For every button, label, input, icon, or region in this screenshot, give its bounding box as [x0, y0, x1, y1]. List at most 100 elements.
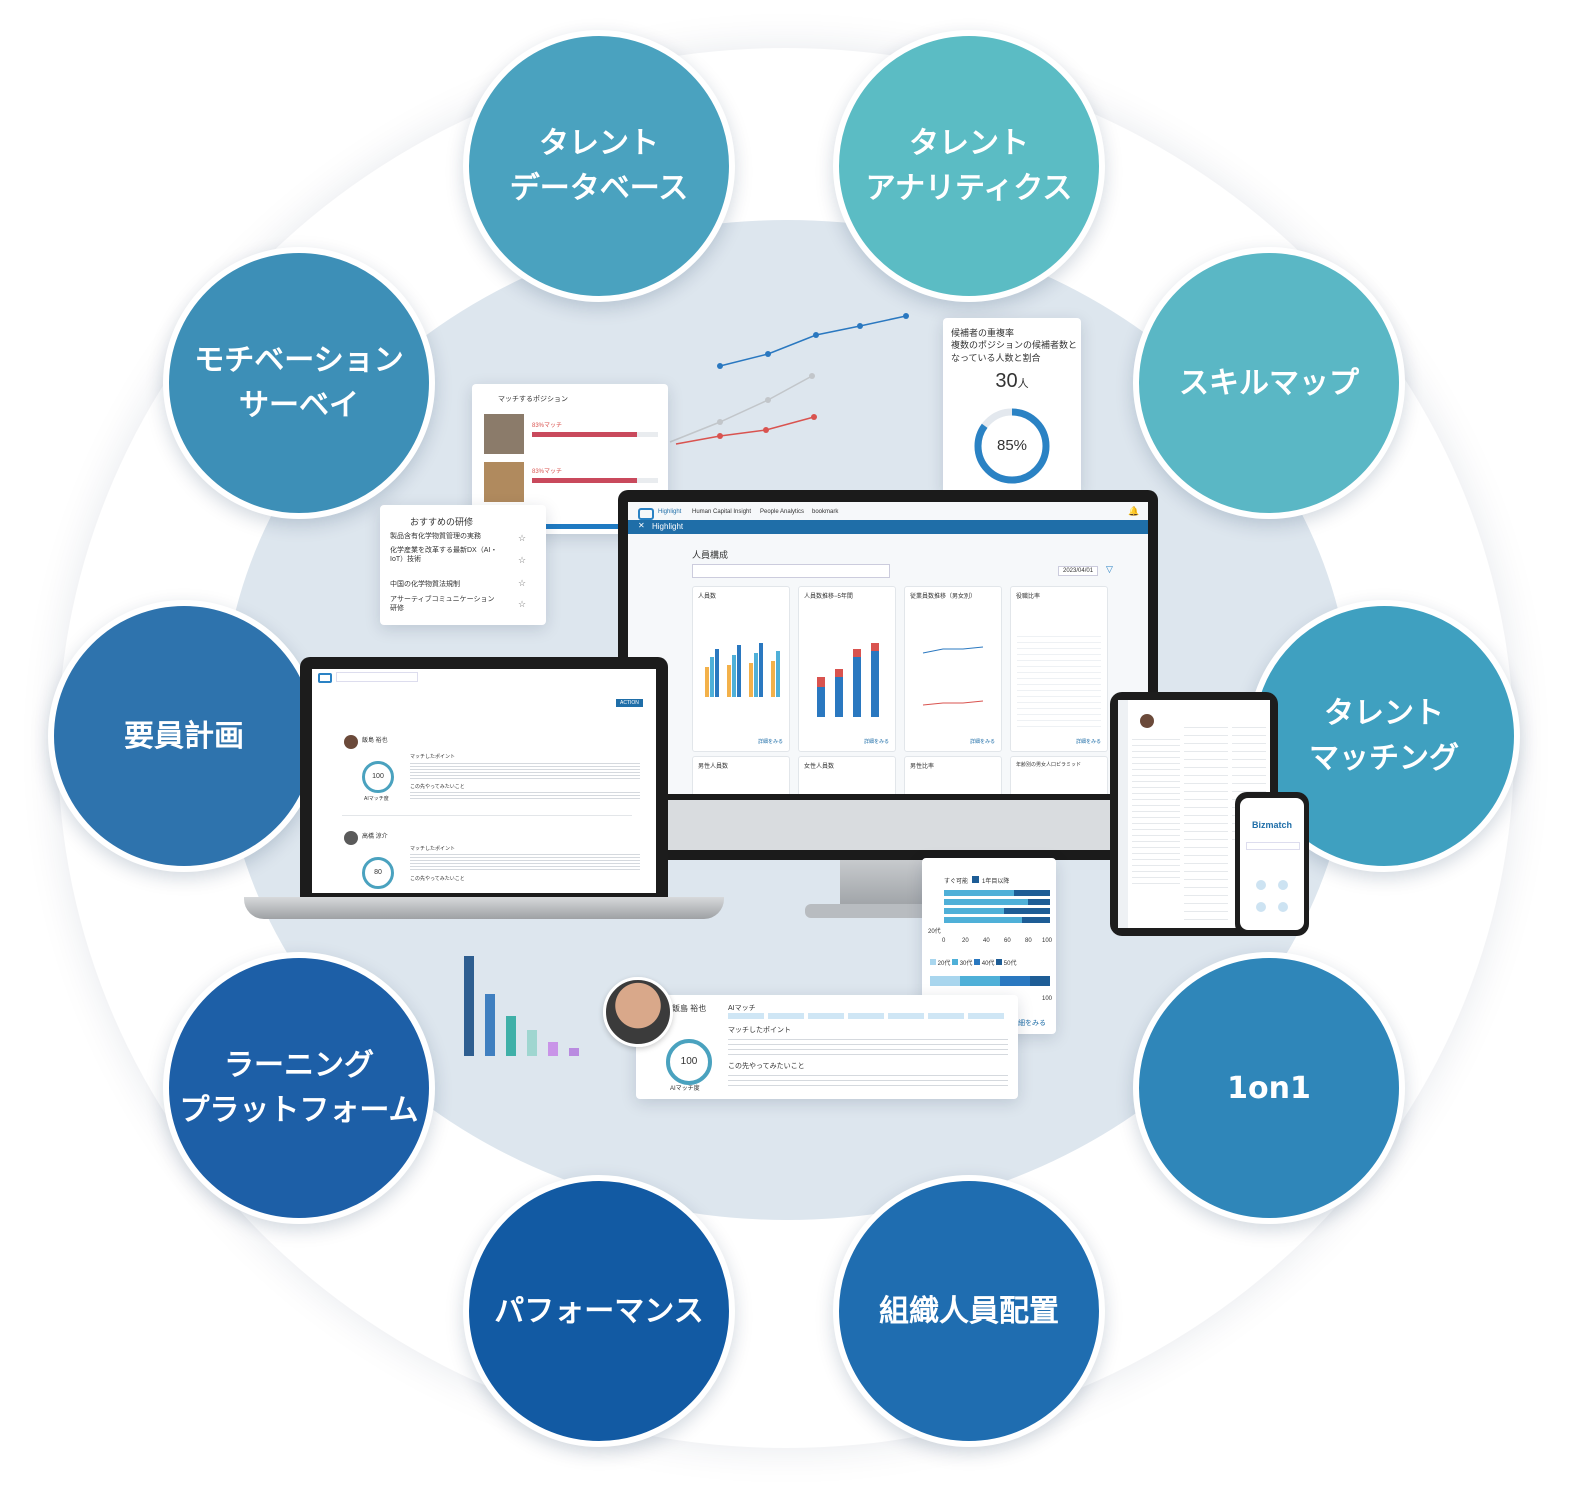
score-ring: 100 — [362, 761, 394, 793]
percent-label: 85% — [996, 437, 1028, 454]
tablet-content — [1132, 734, 1180, 884]
nav-people-analytics[interactable]: People Analytics — [760, 509, 805, 515]
module-performance[interactable]: パフォーマンス — [463, 1175, 735, 1447]
module-talent-analytics[interactable]: タレント アナリティクス — [833, 30, 1105, 302]
widget-stacked-chart — [817, 643, 879, 717]
legend-item: 40代 — [981, 961, 995, 967]
legend-row: 20代 30代 40代 50代 — [930, 958, 1016, 967]
detail-link[interactable]: 詳細をみる — [1011, 1020, 1046, 1027]
legend-swatch — [972, 876, 979, 883]
legend-item: 1年目以降 — [982, 879, 1010, 885]
score-ring: 100 — [666, 1039, 712, 1085]
profile-name: 飯島 裕也 — [362, 738, 388, 744]
avatar — [1140, 714, 1154, 728]
close-icon[interactable]: ✕ — [638, 521, 645, 530]
percent-ring — [974, 408, 1050, 484]
module-talent-database[interactable]: タレント データベース — [463, 30, 735, 302]
widget-gender-trend: 従業員数推移（男女別） 詳細をみる — [904, 586, 1002, 752]
widget-title: 役職比率 — [1016, 594, 1041, 600]
training-card: おすすめの研修 製品含有化学物質管理の実務 化学産業を改革する最新DX（AI・I… — [380, 505, 546, 625]
detail-link[interactable]: 詳細をみる — [1075, 739, 1101, 745]
company-select[interactable] — [692, 564, 890, 578]
star-icon[interactable]: ☆ — [518, 555, 527, 565]
trend-lines-graphic — [669, 313, 909, 445]
training-item[interactable]: 化学産業を改革する最新DX（AI・IoT）技術 — [390, 547, 498, 564]
laptop-screen: ACTION 飯島 裕也 マッチしたポイント この先やってみたいこと 100 A… — [312, 669, 656, 893]
widget-title: 人員数 — [698, 594, 717, 600]
widget-title: 男性比率 — [910, 764, 935, 770]
position-match: 83%マッチ — [532, 469, 563, 475]
legend-item: 20代 — [937, 961, 951, 967]
module-learning-platform[interactable]: ラーニング プラットフォーム — [163, 952, 435, 1224]
star-icon[interactable]: ☆ — [518, 533, 527, 543]
phone: Bizmatch — [1235, 792, 1309, 936]
score-label: AIマッチ度 — [670, 1086, 700, 1092]
body-text — [728, 1035, 1008, 1055]
nav-human-capital[interactable]: Human Capital Insight — [692, 509, 752, 515]
section-label: この先やってみたいこと — [728, 1063, 805, 1070]
user-icon[interactable] — [1278, 880, 1288, 890]
candidate-count-unit: 人 — [1017, 378, 1029, 390]
phone-search[interactable] — [1246, 842, 1300, 850]
user-icon[interactable] — [1278, 902, 1288, 912]
ai-match-label: AIマッチ — [728, 1005, 756, 1012]
filter-icon[interactable]: ▽ — [1106, 564, 1113, 574]
bell-icon[interactable]: 🔔 — [1128, 506, 1140, 516]
module-1on1[interactable]: 1on1 — [1133, 952, 1405, 1224]
avatar — [344, 831, 358, 845]
x-tick: 80 — [1025, 938, 1032, 944]
star-icon[interactable]: ☆ — [518, 578, 527, 588]
widget-headcount: 人員数 詳細をみる — [692, 586, 790, 752]
match-bar — [532, 478, 658, 483]
score-ring: 80 — [362, 857, 394, 889]
detail-link[interactable]: 詳細をみる — [757, 739, 783, 745]
widget-female-count: 女性人員数 — [798, 756, 896, 794]
page-title: 人員構成 — [692, 550, 729, 560]
module-skill-map[interactable]: スキルマップ — [1133, 247, 1405, 519]
profile-card: 飯島 裕也 AIマッチ マッチしたポイント この先やってみたいこと 100 AI… — [636, 995, 1018, 1099]
action-button[interactable]: ACTION — [616, 699, 643, 707]
star-icon[interactable]: ☆ — [518, 599, 527, 609]
legend-item: すぐ可能 — [944, 879, 969, 885]
widget-bar-chart — [705, 643, 780, 697]
widget-title: 従業員数推移（男女別） — [910, 594, 977, 600]
module-headcount-planning[interactable]: 要員計画 — [48, 600, 320, 872]
search-input[interactable] — [336, 672, 418, 682]
widget-headcount-trend: 人員数推移−5年間 詳細をみる — [798, 586, 896, 752]
detail-link[interactable]: 詳細をみる — [863, 739, 889, 745]
module-org-assignment[interactable]: 組織人員配置 — [833, 1175, 1105, 1447]
x-tick: 100 — [1042, 938, 1053, 944]
body-text — [410, 761, 640, 779]
training-item[interactable]: 製品含有化学物質管理の実務 — [390, 533, 481, 540]
avatar-photo — [603, 977, 673, 1047]
profile-name: 高橋 涼介 — [362, 834, 388, 840]
bars-graphic — [464, 956, 579, 1056]
desktop-monitor: Highlight Human Capital Insight People A… — [618, 490, 1158, 860]
body-text — [728, 1071, 1008, 1086]
module-motivation-survey[interactable]: モチベーション サーベイ — [163, 247, 435, 519]
nav-highlight[interactable]: Highlight — [658, 509, 682, 515]
positions-card-title: マッチするポジション — [498, 396, 568, 403]
nav-bookmark[interactable]: bookmark — [812, 509, 839, 515]
training-item[interactable]: アサーティブコミュニケーション研修 — [390, 596, 495, 613]
candidate-card-title: 候補者の重複率 — [951, 328, 1015, 338]
laptop-base — [244, 897, 724, 919]
widget-male-count: 男性人員数 — [692, 756, 790, 794]
score-value: 80 — [374, 869, 382, 876]
candidate-count: 30 — [995, 370, 1018, 392]
section-label: マッチしたポイント — [728, 1027, 791, 1034]
training-item[interactable]: 中国の化学物質法規制 — [390, 581, 460, 588]
widget-title: 人員数推移−5年間 — [804, 594, 853, 600]
user-icon[interactable] — [1256, 880, 1266, 890]
x-tick: 60 — [1004, 938, 1011, 944]
pyramid-bars — [944, 890, 1050, 923]
match-bar — [532, 432, 658, 437]
date-field[interactable]: 2023/04/01 — [1058, 566, 1099, 576]
app-logo-icon — [318, 673, 332, 683]
detail-link[interactable]: 詳細をみる — [969, 739, 995, 745]
legend-item: 30代 — [959, 961, 973, 967]
user-icon[interactable] — [1256, 902, 1266, 912]
candidate-card-subtitle: 複数のポジションの候補者数と なっている人数と割合 — [951, 340, 1078, 363]
score-label: AIマッチ度 — [364, 796, 389, 802]
x-tick: 0 — [942, 938, 946, 944]
